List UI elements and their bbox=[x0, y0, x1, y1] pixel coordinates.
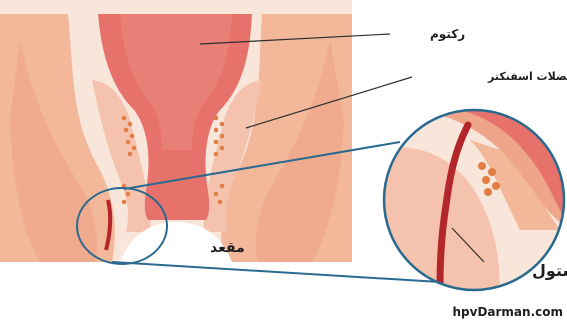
label-sphincter: عضلات اسفنکتر bbox=[487, 70, 567, 83]
label-fistula: فیستول bbox=[532, 261, 567, 280]
label-rectum: رکتوم bbox=[430, 27, 465, 42]
watermark: hpvDarman.com bbox=[453, 305, 564, 319]
label-anus: مقعد bbox=[210, 240, 245, 256]
zoom-connector-bottom bbox=[112, 262, 440, 282]
